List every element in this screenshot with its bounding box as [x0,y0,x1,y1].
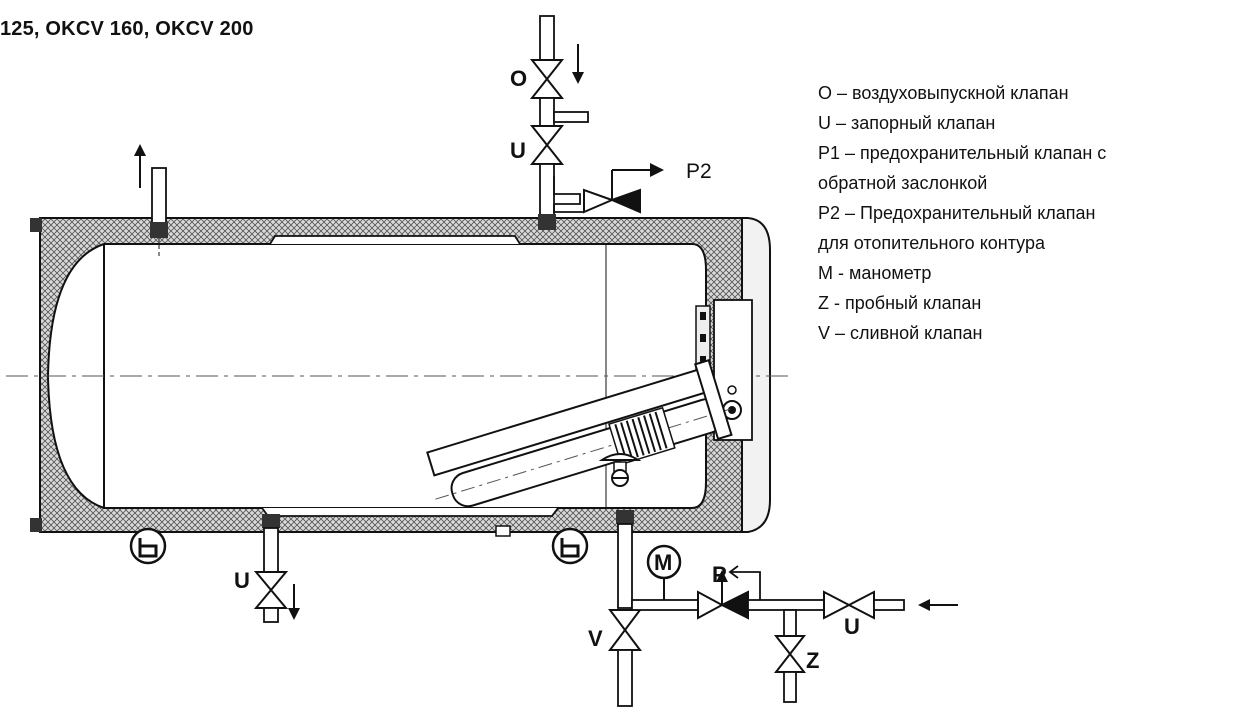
inlet-group: M [598,453,958,707]
label-o: O [510,66,527,91]
bottom-left-drain [253,514,300,623]
label-p: P [712,562,727,587]
end-cap [741,217,771,533]
hot-water-outlet [134,144,168,258]
label-z: Z [806,648,819,673]
valve-u-bottom [253,571,289,609]
legend-item: P2 – Предохранительный клапан [818,203,1096,223]
legend-item: P1 – предохранительный клапан с [818,143,1107,163]
label-p2: P2 [686,160,712,183]
label-u-top: U [510,138,526,163]
heating-element [426,358,733,508]
legend-item: для отопительного контура [818,233,1045,253]
legend-item: Z - пробный клапан [818,293,982,313]
valve-o [529,59,565,99]
label-u-right: U [844,614,860,639]
arrow-right-icon [650,163,664,177]
legend-item: M - манометр [818,263,932,283]
label-u-bottom: U [234,568,250,593]
label-v: V [588,626,603,651]
valve-u-top [529,125,565,165]
valve-u-right [823,590,875,620]
label-m: M [654,550,672,575]
valve-p2 [583,188,615,214]
legend-item: O – воздуховыпускной клапан [818,83,1069,103]
valve-p [697,590,725,620]
top-riser [529,15,664,230]
manometer [646,544,682,580]
legend-item: U – запорный клапан [818,113,996,133]
boiler-tank [6,217,790,565]
valve-v [608,609,642,651]
legend-item: обратной заслонкой [818,173,988,193]
valve-z [773,635,807,673]
legend-item: V – сливной клапан [818,323,983,343]
page-title: CV 125, OKCV 160, OKCV 200 [0,18,254,40]
legend: O – воздуховыпускной клапан U – запорный… [818,78,1106,348]
